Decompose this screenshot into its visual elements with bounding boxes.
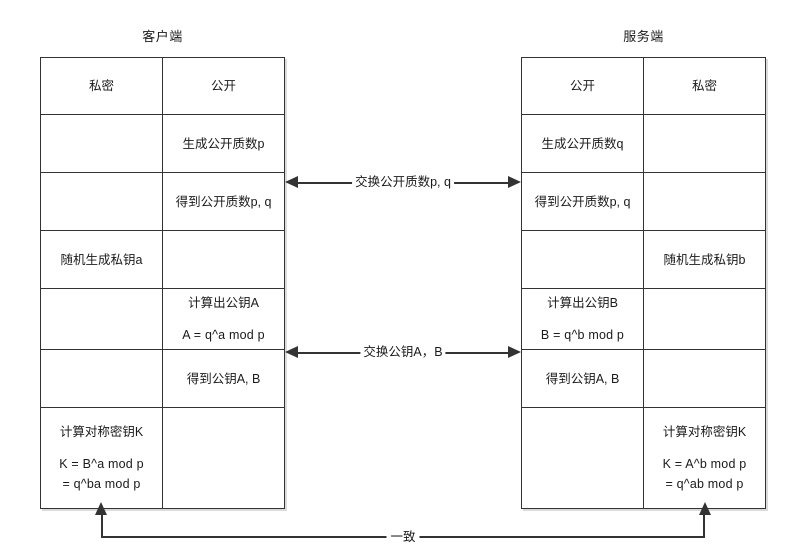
server-r1-public-text: 得到公开质数p, q (534, 194, 631, 209)
client-header-private: 私密 (40, 57, 163, 115)
client-r2-private-text: 随机生成私钥a (60, 252, 143, 267)
arrow-right-icon (508, 346, 521, 358)
server-r0-private (643, 114, 766, 173)
server-r2-public (521, 230, 644, 289)
client-r0-public: 生成公开质数p (162, 114, 285, 173)
table-row: 随机生成私钥b (521, 230, 766, 289)
server-table: 公开 私密 生成公开质数q 得到公开质数p, q (521, 57, 766, 509)
table-row: 得到公钥A, B (40, 349, 285, 408)
server-r1-public: 得到公开质数p, q (521, 172, 644, 231)
arrow-left-icon (285, 346, 298, 358)
server-r3-public-formula: B = q^b mod p (540, 328, 625, 342)
client-r4-public: 得到公钥A, B (162, 349, 285, 408)
table-row: 计算对称密钥K K = B^a mod p = q^ba mod p (40, 407, 285, 509)
arrow-up-icon (95, 502, 107, 515)
client-r2-private: 随机生成私钥a (40, 230, 163, 289)
table-row: 私密 公开 (40, 57, 285, 115)
client-r4-private (40, 349, 163, 408)
table-row: 计算对称密钥K K = A^b mod p = q^ab mod p (521, 407, 766, 509)
server-header-public-label: 公开 (569, 79, 595, 93)
exchange-primes-connector: 交换公开质数p, q (285, 173, 521, 193)
client-r5-private-text: 计算对称密钥K (59, 425, 144, 439)
table-row: 公开 私密 (521, 57, 766, 115)
server-header-public: 公开 (521, 57, 644, 115)
server-r5-private-formula-2: = q^ab mod p (665, 477, 744, 491)
server-r1-private (643, 172, 766, 231)
client-r4-public-text: 得到公钥A, B (186, 371, 261, 386)
exchange-keys-label: 交换公钥A，B (360, 343, 446, 362)
client-table: 私密 公开 生成公开质数p 得到公开质数p, q (40, 57, 285, 509)
server-r0-public: 生成公开质数q (521, 114, 644, 173)
server-title: 服务端 (623, 29, 664, 44)
client-header-public-label: 公开 (210, 79, 236, 93)
client-r1-public: 得到公开质数p, q (162, 172, 285, 231)
server-r5-private: 计算对称密钥K K = A^b mod p = q^ab mod p (643, 407, 766, 509)
client-r5-private-formula-2: = q^ba mod p (62, 477, 141, 491)
client-r5-public (162, 407, 285, 509)
server-r2-private-text: 随机生成私钥b (663, 252, 746, 267)
server-r3-public: 计算出公钥B B = q^b mod p (521, 288, 644, 350)
server-r3-private (643, 288, 766, 350)
server-r4-public-text: 得到公钥A, B (545, 371, 620, 386)
client-r3-private (40, 288, 163, 350)
server-r4-private (643, 349, 766, 408)
table-row: 得到公开质数p, q (521, 172, 766, 231)
client-r1-public-text: 得到公开质数p, q (175, 194, 272, 209)
consistency-label: 一致 (386, 528, 420, 546)
server-r5-public (521, 407, 644, 509)
consistency-connector: 一致 (95, 502, 711, 548)
client-title: 客户端 (142, 29, 183, 44)
client-r1-private (40, 172, 163, 231)
server-r2-private: 随机生成私钥b (643, 230, 766, 289)
table-row: 生成公开质数p (40, 114, 285, 173)
table-row: 得到公开质数p, q (40, 172, 285, 231)
arrow-right-icon (508, 176, 521, 188)
table-row: 生成公开质数q (521, 114, 766, 173)
server-r3-public-text: 计算出公钥B (547, 296, 618, 310)
client-r2-public (162, 230, 285, 289)
client-header-public: 公开 (162, 57, 285, 115)
exchange-primes-label: 交换公开质数p, q (352, 173, 454, 192)
client-r0-public-text: 生成公开质数p (182, 136, 265, 151)
client-r3-public-formula: A = q^a mod p (182, 328, 265, 342)
client-r5-private: 计算对称密钥K K = B^a mod p = q^ba mod p (40, 407, 163, 509)
table-row: 随机生成私钥a (40, 230, 285, 289)
client-header-private-label: 私密 (88, 79, 114, 93)
connector-line (703, 512, 705, 538)
server-r5-private-formula-1: K = A^b mod p (662, 457, 747, 471)
exchange-keys-connector: 交换公钥A，B (285, 343, 521, 363)
arrow-left-icon (285, 176, 298, 188)
connector-line (101, 512, 103, 538)
server-r0-public-text: 生成公开质数q (541, 136, 624, 151)
client-r3-public: 计算出公钥A A = q^a mod p (162, 288, 285, 350)
client-r3-public-text: 计算出公钥A (188, 296, 259, 310)
client-r5-private-formula-1: K = B^a mod p (59, 457, 144, 471)
table-row: 得到公钥A, B (521, 349, 766, 408)
arrow-up-icon (699, 502, 711, 515)
server-header-private: 私密 (643, 57, 766, 115)
client-r0-private (40, 114, 163, 173)
table-row: 计算出公钥A A = q^a mod p (40, 288, 285, 350)
table-row: 计算出公钥B B = q^b mod p (521, 288, 766, 350)
server-header-private-label: 私密 (691, 79, 717, 93)
server-r4-public: 得到公钥A, B (521, 349, 644, 408)
server-r5-private-text: 计算对称密钥K (662, 425, 747, 439)
